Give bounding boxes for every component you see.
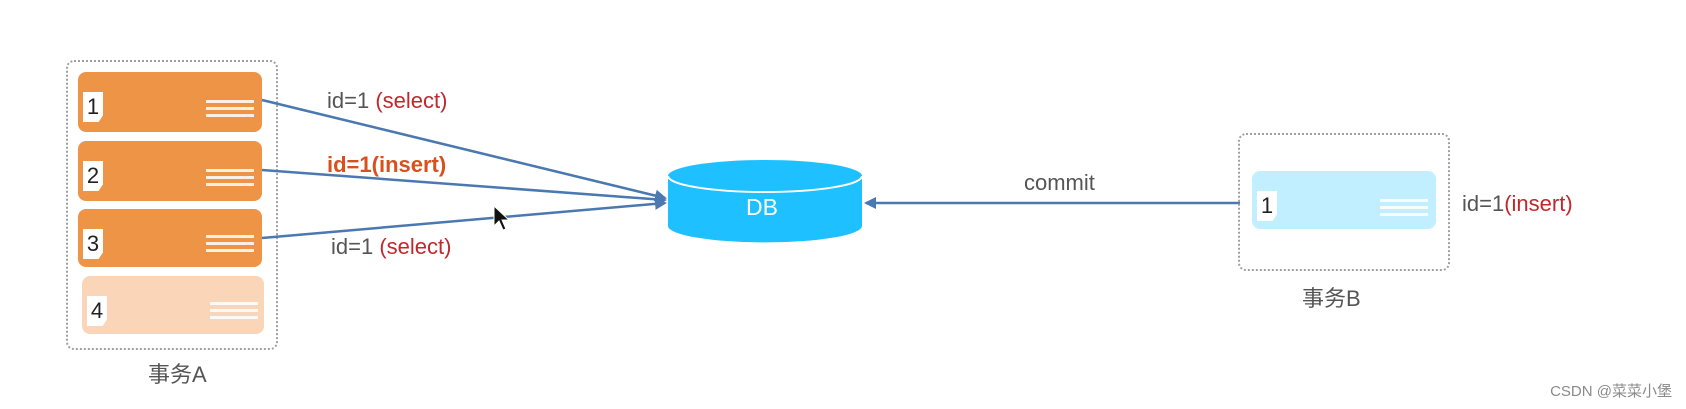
tx-b-side-label: id=1(insert) bbox=[1462, 191, 1573, 217]
lines-icon bbox=[210, 302, 258, 328]
transaction-a-box bbox=[66, 60, 278, 350]
transaction-a-title: 事务A bbox=[148, 362, 207, 387]
arrow-row3-to-db bbox=[261, 197, 667, 240]
arrow-label-2: id=1(insert) bbox=[327, 152, 446, 178]
row-number: 1 bbox=[1257, 191, 1277, 221]
watermark: CSDN @菜菜小堡 bbox=[1550, 383, 1672, 400]
row-number: 4 bbox=[87, 296, 107, 326]
arrow-row1-to-db bbox=[261, 98, 667, 202]
cursor-icon bbox=[493, 204, 511, 231]
row-number: 2 bbox=[83, 161, 103, 191]
transaction-b-box bbox=[1238, 133, 1450, 271]
tx-b-row-1: 1 bbox=[1252, 171, 1436, 229]
arrow-label-3: id=1 (select) bbox=[331, 234, 451, 260]
commit-label: commit bbox=[1024, 170, 1095, 195]
db-label: DB bbox=[746, 194, 778, 220]
id-text: id=1 bbox=[327, 88, 376, 113]
lines-icon bbox=[206, 169, 254, 195]
id-text: id=1 bbox=[331, 234, 380, 259]
id-text: id=1 bbox=[327, 152, 372, 177]
lines-icon bbox=[1380, 199, 1428, 225]
tx-a-row-3: 3 bbox=[78, 209, 262, 267]
tx-a-row-4: 4 bbox=[82, 276, 264, 334]
tx-a-row-1: 1 bbox=[78, 72, 262, 132]
arrow-row2-to-db bbox=[261, 168, 667, 206]
row-number: 3 bbox=[83, 229, 103, 259]
op-text: (insert) bbox=[1504, 191, 1573, 216]
lines-icon bbox=[206, 235, 254, 261]
op-text: (insert) bbox=[371, 152, 447, 177]
id-text: id=1 bbox=[1462, 191, 1505, 216]
db-cylinder bbox=[667, 160, 863, 243]
lines-icon bbox=[206, 100, 254, 126]
row-number: 1 bbox=[83, 92, 103, 122]
arrow-label-1: id=1 (select) bbox=[327, 88, 447, 114]
op-text: (select) bbox=[375, 88, 448, 113]
op-text: (select) bbox=[379, 234, 452, 259]
transaction-b-title: 事务B bbox=[1302, 286, 1361, 311]
tx-a-row-2: 2 bbox=[78, 141, 262, 201]
